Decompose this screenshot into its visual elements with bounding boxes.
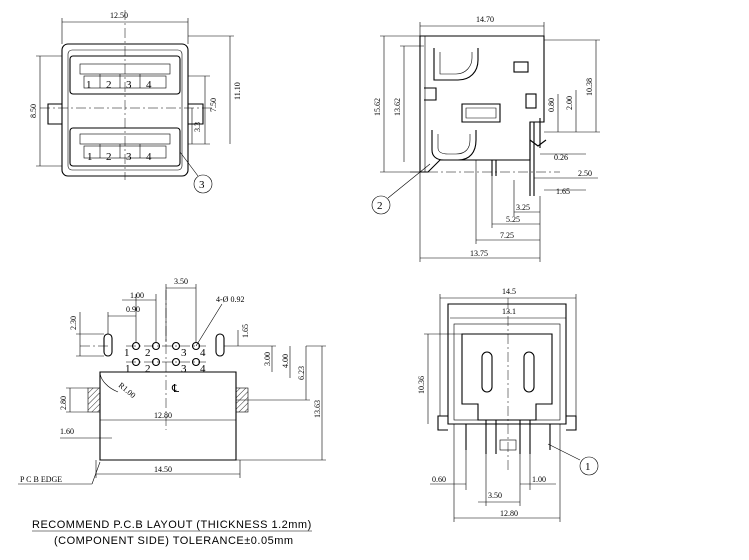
front-top-pin-2: 2 <box>106 79 112 91</box>
footer-line-1: RECOMMEND P.C.B LAYOUT (THICKNESS 1.2mm) <box>32 519 312 531</box>
pcb-bottom-pin-4: 4 <box>200 363 206 375</box>
side-dim-13-62: 13.62 <box>393 98 402 116</box>
front-view: 12.50 8.50 7.50 11.10 3.3 1 2 3 4 1 2 3 … <box>29 10 242 194</box>
front-top-pin-1: 1 <box>86 79 92 91</box>
side-dim-15-62: 15.62 <box>373 98 382 116</box>
pcb-dim-4-00: 4.00 <box>281 354 290 368</box>
pcb-dim-3-50: 3.50 <box>174 277 188 286</box>
pcb-top-pin-4: 4 <box>200 347 206 359</box>
pcb-centerline-mark: ℄ <box>171 383 179 395</box>
rear-dim-14-5: 14.5 <box>502 287 516 296</box>
rear-dim-3-50: 3.50 <box>488 491 502 500</box>
side-view: 14.70 15.62 13.62 10.38 2.00 0.80 0.26 2… <box>371 15 600 262</box>
side-dim-3-25: 3.25 <box>516 203 530 212</box>
pcb-bottom-pin-3: 3 <box>181 363 187 375</box>
pcb-bottom-pin-1: 1 <box>125 363 131 375</box>
side-dim-0-80: 0.80 <box>547 98 556 112</box>
callout-2: 2 <box>377 200 383 212</box>
front-top-pin-4: 4 <box>146 79 152 91</box>
side-dim-width: 14.70 <box>476 15 494 24</box>
front-dim-width: 12.50 <box>110 11 128 20</box>
footer-notes: RECOMMEND P.C.B LAYOUT (THICKNESS 1.2mm)… <box>32 519 312 547</box>
callout-1: 1 <box>585 461 591 473</box>
front-bottom-pin-1: 1 <box>87 151 93 163</box>
pcb-dim-2-80: 2.80 <box>59 396 68 410</box>
front-dim-3-3: 3.3 <box>193 122 202 132</box>
side-dim-2-00: 2.00 <box>565 96 574 110</box>
pcb-hole-diameter: 4-Ø 0.92 <box>216 295 244 304</box>
rear-dim-1-00: 1.00 <box>532 475 546 484</box>
pcb-bottom-pin-2: 2 <box>145 363 151 375</box>
front-dim-7-50: 7.50 <box>209 98 218 112</box>
pcb-layout-view: 3.50 1.00 0.90 2.30 1.65 3.00 4.00 6.23 … <box>18 277 326 485</box>
rear-dim-0-60: 0.60 <box>432 475 446 484</box>
side-dim-1-65: 1.65 <box>556 187 570 196</box>
pcb-dim-1-60: 1.60 <box>60 427 74 436</box>
pcb-dim-3-00: 3.00 <box>263 352 272 366</box>
pcb-dim-6-23: 6.23 <box>297 366 306 380</box>
front-top-pin-3: 3 <box>126 79 132 91</box>
side-dim-13-75: 13.75 <box>470 249 488 258</box>
pcb-dim-0-90: 0.90 <box>126 305 140 314</box>
rear-dim-13-1: 13.1 <box>502 307 516 316</box>
pcb-dim-12-80: 12.80 <box>154 411 172 420</box>
pcb-top-pin-2: 2 <box>145 347 151 359</box>
side-dim-10-38: 10.38 <box>585 78 594 96</box>
side-dim-2-50: 2.50 <box>578 169 592 178</box>
front-dim-8-50: 8.50 <box>29 104 38 118</box>
footer-line-2: (COMPONENT SIDE) TOLERANCE±0.05mm <box>54 535 294 547</box>
pcb-radius: R1.00 <box>117 381 138 400</box>
rear-dim-10-36: 10.36 <box>417 376 426 394</box>
pcb-top-pin-1: 1 <box>124 347 130 359</box>
rear-view: 14.5 13.1 10.36 0.60 3.50 1.00 12.80 1 <box>417 287 599 522</box>
front-bottom-pin-3: 3 <box>126 151 132 163</box>
front-dim-11-10: 11.10 <box>233 82 242 100</box>
side-dim-5-25: 5.25 <box>506 215 520 224</box>
pcb-top-pin-3: 3 <box>181 347 187 359</box>
pcb-dim-1-00: 1.00 <box>130 291 144 300</box>
pcb-edge-label: P C B EDGE <box>20 475 62 484</box>
pcb-dim-2-30: 2.30 <box>69 316 78 330</box>
front-bottom-pin-4: 4 <box>146 151 152 163</box>
rear-dim-12-80: 12.80 <box>500 509 518 518</box>
front-bottom-pin-2: 2 <box>106 151 112 163</box>
side-dim-7-25: 7.25 <box>500 231 514 240</box>
pcb-dim-1-65: 1.65 <box>241 324 250 338</box>
side-dim-0-26: 0.26 <box>554 153 568 162</box>
pcb-dim-13-63: 13.63 <box>313 400 322 418</box>
pcb-dim-14-50: 14.50 <box>154 465 172 474</box>
callout-3: 3 <box>199 179 205 191</box>
